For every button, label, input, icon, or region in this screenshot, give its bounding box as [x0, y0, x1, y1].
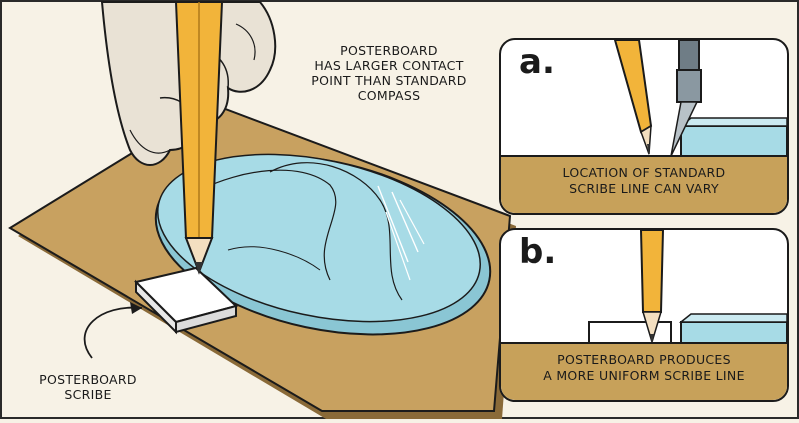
panel-a-letter: a. [519, 42, 555, 82]
callout-line-1: POSTERBOARD [288, 43, 490, 58]
posterboard-scribe-label: POSTERBOARD SCRIBE [12, 372, 164, 402]
callout-line-4: COMPASS [288, 88, 490, 103]
panel-a-caption-line-2: SCRIBE LINE CAN VARY [501, 181, 787, 197]
detail-panel-b: b. POSTERBOARD PRODUCES A MORE UNIFORM S… [499, 228, 789, 402]
panel-b-caption-line-1: POSTERBOARD PRODUCES [501, 352, 787, 368]
scribe-label-line-2: SCRIBE [12, 387, 164, 402]
scribe-arrow [85, 308, 142, 358]
callout-line-3: POINT THAN STANDARD [288, 73, 490, 88]
scribe-label-line-1: POSTERBOARD [12, 372, 164, 387]
panel-a-caption-line-1: LOCATION OF STANDARD [501, 165, 787, 181]
panel-b-caption-line-2: A MORE UNIFORM SCRIBE LINE [501, 368, 787, 384]
panel-b-caption-band: POSTERBOARD PRODUCES A MORE UNIFORM SCRI… [501, 342, 787, 400]
panel-b-caption: POSTERBOARD PRODUCES A MORE UNIFORM SCRI… [501, 352, 787, 384]
callout-line-2: HAS LARGER CONTACT [288, 58, 490, 73]
panel-a-caption-band: LOCATION OF STANDARD SCRIBE LINE CAN VAR… [501, 155, 787, 213]
panel-a-caption: LOCATION OF STANDARD SCRIBE LINE CAN VAR… [501, 165, 787, 197]
detail-panel-a: a. LOCATION OF STANDARD SCRIBE LINE CAN … [499, 38, 789, 215]
panel-b-letter: b. [519, 232, 556, 272]
contact-point-callout: POSTERBOARD HAS LARGER CONTACT POINT THA… [288, 43, 490, 103]
